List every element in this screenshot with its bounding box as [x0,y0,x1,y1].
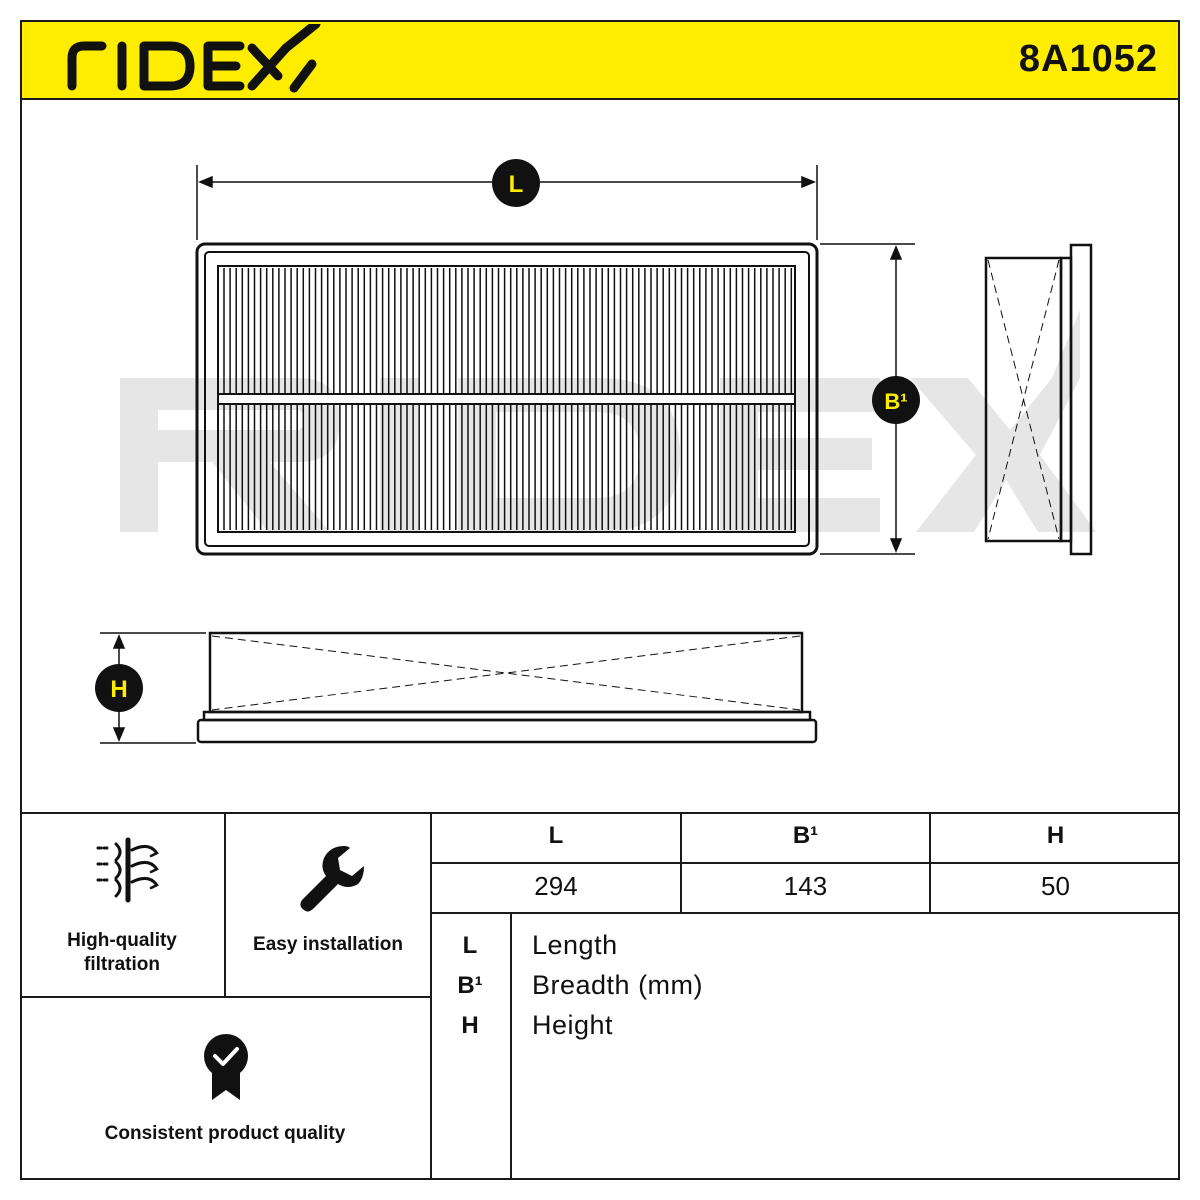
ridex-logo [67,24,321,93]
quality-badge-icon [204,1034,248,1100]
info-grid: High-quality filtration Easy installatio… [20,812,1180,1180]
dim-header-length: L [548,822,564,849]
dim-value-length: 294 [534,871,578,901]
technical-drawing: L B¹ H [95,159,1096,744]
filter-top-view [195,242,819,556]
legend-text-height: Height [532,1010,614,1040]
breadth-marker-badge [872,376,920,424]
feature-quality: Consistent product quality [20,998,430,1180]
dim-value-breadth: 143 [783,871,828,901]
quality-label: Consistent product quality [104,1123,346,1144]
height-marker-badge [95,664,143,712]
part-number: 8A1052 [1018,38,1158,80]
legend-text-length: Length [532,930,618,960]
dim-header-height: H [1046,822,1065,849]
grid-divider [430,862,1180,864]
legend-key-length: L [462,932,478,959]
header-bar: 8A1052 [20,20,1180,100]
grid-divider [929,812,931,912]
feature-installation: Easy installation [226,812,430,996]
grid-divider [224,812,226,996]
grid-divider [510,912,512,1180]
height-marker: H [110,676,127,703]
legend-key-height: H [461,1012,479,1039]
filter-side-view [984,243,1093,556]
length-marker-badge [492,159,540,207]
grid-divider [680,812,682,912]
length-marker: L [509,171,524,198]
legend-key-breadth: B¹ [457,972,483,999]
airflow-filter-icon [96,837,160,903]
grid-divider [430,812,432,1180]
legend: L Length B¹ Breadth (mm) H Height [430,912,1180,1180]
legend-text-breadth: Breadth (mm) [532,970,704,1000]
filtration-label-line2: filtration [84,954,160,975]
filtration-label-line1: High-quality [67,930,177,951]
grid-divider [20,996,430,998]
breadth-dimension [820,243,915,555]
grid-divider [430,912,1180,914]
dim-header-breadth: B¹ [792,822,819,849]
filter-front-view [196,631,818,744]
wrench-icon [300,846,364,912]
dim-value-height: 50 [1041,871,1070,901]
feature-filtration: High-quality filtration [20,812,224,996]
breadth-marker: B¹ [884,389,907,414]
installation-label: Easy installation [253,934,403,955]
grid-divider [20,812,1180,814]
